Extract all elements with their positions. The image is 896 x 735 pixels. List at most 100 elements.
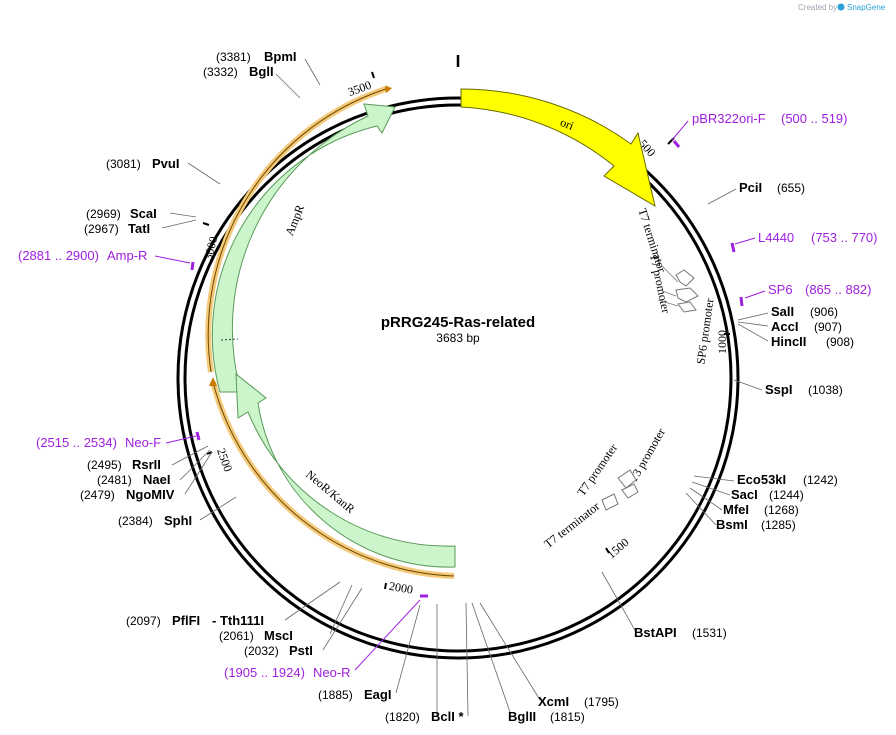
ori-feature: ori <box>460 88 656 208</box>
enzyme-name-eco53ki: Eco53kI <box>737 472 786 487</box>
enzyme-name-bglii: BglII <box>508 709 536 724</box>
orf-arrowhead-lower <box>209 377 217 386</box>
enzyme-pos-bstapi: (1531) <box>692 626 727 640</box>
enzyme-name-tati: TatI <box>128 221 150 236</box>
enzyme-name-mfei: MfeI <box>723 502 749 517</box>
enzyme-name-msci: MscI <box>264 628 293 643</box>
enzyme-pos-naei: (2481) <box>97 473 132 487</box>
enzyme-name-bsmi: BsmI <box>716 517 748 532</box>
plasmid-length: 3683 bp <box>436 331 480 345</box>
primer-leader-lines <box>154 120 766 671</box>
enzyme-pos-scai: (2969) <box>86 207 121 221</box>
primer-range-l4440: (753 .. 770) <box>811 230 878 245</box>
orf-line-lower <box>212 381 455 577</box>
enzyme-name-ngomiv: NgoMIV <box>126 487 175 502</box>
orf-arrowhead-upper <box>385 86 392 93</box>
enzyme-name-pcii: PciI <box>739 180 762 195</box>
enzyme-name-sspi: SspI <box>765 382 792 397</box>
enzyme-pos-bgli: (3332) <box>203 65 238 79</box>
primer-site-marks <box>190 140 744 598</box>
backbone-outer-ring <box>176 96 740 660</box>
ampr-label: AmpR <box>282 203 307 238</box>
neokan-feature: NeoR/KanR <box>235 372 456 568</box>
tick-label-2000: 2000 <box>388 579 414 597</box>
primer-range-amp-r: (2881 .. 2900) <box>18 248 99 263</box>
enzyme-pos-pflfi: (2097) <box>126 614 161 628</box>
enzyme-pos-mfei: (1268) <box>764 503 799 517</box>
enzyme-name-bstapi: BstAPI <box>634 625 677 640</box>
backbone-inner-ring <box>183 103 733 653</box>
primer-range-neo-f: (2515 .. 2534) <box>36 435 117 450</box>
enzyme-pos-eagi: (1885) <box>318 688 353 702</box>
enzyme-name-sphi: SphI <box>164 513 192 528</box>
enzyme-name-naei: NaeI <box>143 472 170 487</box>
enzyme-name-bgli: BglI <box>249 64 274 79</box>
enzyme-name-rsrii: RsrII <box>132 457 161 472</box>
enzyme-pos-bsmi: (1285) <box>761 518 796 532</box>
ampr-arrow <box>211 103 396 393</box>
enzyme-pos-pcii: (655) <box>777 181 805 195</box>
enzyme-name-eagi: EagI <box>364 687 391 702</box>
t7-promoter-top-label: T7 promoter <box>647 253 673 315</box>
ampr-feature: AmpR <box>211 103 396 393</box>
tick-label-1000: 1000 <box>715 330 729 354</box>
enzyme-name-hincii: HincII <box>771 334 806 349</box>
credit-prefix: Created by <box>798 3 837 12</box>
tick-label-1500: 1500 <box>604 535 631 561</box>
enzyme-pos-hincii: (908) <box>826 335 854 349</box>
enzyme-pos-xcmi: (1795) <box>584 695 619 709</box>
ori-arrow <box>460 88 656 208</box>
enzyme-pos-sspi: (1038) <box>808 383 843 397</box>
primer-name-pbr322ori-f: pBR322ori-F <box>692 111 766 126</box>
primer-labels: pBR322ori-F (500 .. 519) L4440 (753 .. 7… <box>18 111 878 680</box>
enzyme-name-acci: AccI <box>771 319 798 334</box>
enzyme-pos-bcli: (1820) <box>385 710 420 724</box>
t7-terminator-bottom-icon <box>601 493 619 511</box>
primer-name-l4440: L4440 <box>758 230 794 245</box>
enzyme-pos-sphi: (2384) <box>118 514 153 528</box>
credit-brand: SnapGene <box>847 3 886 12</box>
enzyme-name-psti: PstI <box>289 643 313 658</box>
enzyme-pos-pvui: (3081) <box>106 157 141 171</box>
enzyme-name-saci: SacI <box>731 487 758 502</box>
primer-name-sp6: SP6 <box>768 282 793 297</box>
tick-label-3000: 3000 <box>201 235 221 262</box>
primer-name-neo-r: Neo-R <box>313 665 351 680</box>
enzyme-name-pflfi: PflFI <box>172 613 200 628</box>
enzyme-pos-eco53ki: (1242) <box>803 473 838 487</box>
enzyme-name-bpmi: BpmI <box>264 49 297 64</box>
sp6-promoter-label: SP6 promoter <box>693 298 716 366</box>
orf-highlights <box>205 85 455 579</box>
neokan-arrow <box>235 372 456 568</box>
enzyme-pos-psti: (2032) <box>244 644 279 658</box>
t7-promoter-bottom-label: T7 promoter <box>574 441 620 498</box>
promoter-cluster-upper: T7 terminator T7 promoter SP6 promoter <box>635 207 716 366</box>
sp6-promoter-icon <box>677 301 697 313</box>
t7-promoter-bottom-icon <box>617 469 637 489</box>
primer-range-sp6: (865 .. 882) <box>805 282 872 297</box>
ori-label: ori <box>558 115 576 133</box>
primer-range-neo-r: (1905 .. 1924) <box>224 665 305 680</box>
enzyme-pos-msci: (2061) <box>219 629 254 643</box>
enzyme-name-sali: SalI <box>771 304 794 319</box>
enzyme-leader-lines <box>161 58 769 717</box>
orf-line-upper <box>207 87 390 373</box>
t7-terminator-top-icon <box>675 269 695 287</box>
enzyme-pos-tati: (2967) <box>84 222 119 236</box>
promoter-cluster-lower: T7 promoter T3 promoter T7 terminator <box>541 426 668 551</box>
enzyme-pos-saci: (1244) <box>769 488 804 502</box>
enzyme-name-bcli: BclI * <box>431 709 464 724</box>
tick-label-2500: 2500 <box>214 446 235 473</box>
t3-promoter-icon <box>621 483 639 499</box>
enzyme-name-pvui: PvuI <box>152 156 179 171</box>
primer-range-pbr322ori-f: (500 .. 519) <box>781 111 848 126</box>
enzyme-pos-rsrii: (2495) <box>87 458 122 472</box>
enzyme-name-xcmi: XcmI <box>538 694 569 709</box>
enzyme-pos-sali: (906) <box>810 305 838 319</box>
primer-name-neo-f: Neo-F <box>125 435 161 450</box>
plasmid-name: pRRG245-Ras-related <box>381 314 535 331</box>
snapgene-logo-icon <box>837 3 845 11</box>
enzyme-name-tth111i: - Tth111I <box>212 613 264 628</box>
enzyme-pos-ngomiv: (2479) <box>80 488 115 502</box>
